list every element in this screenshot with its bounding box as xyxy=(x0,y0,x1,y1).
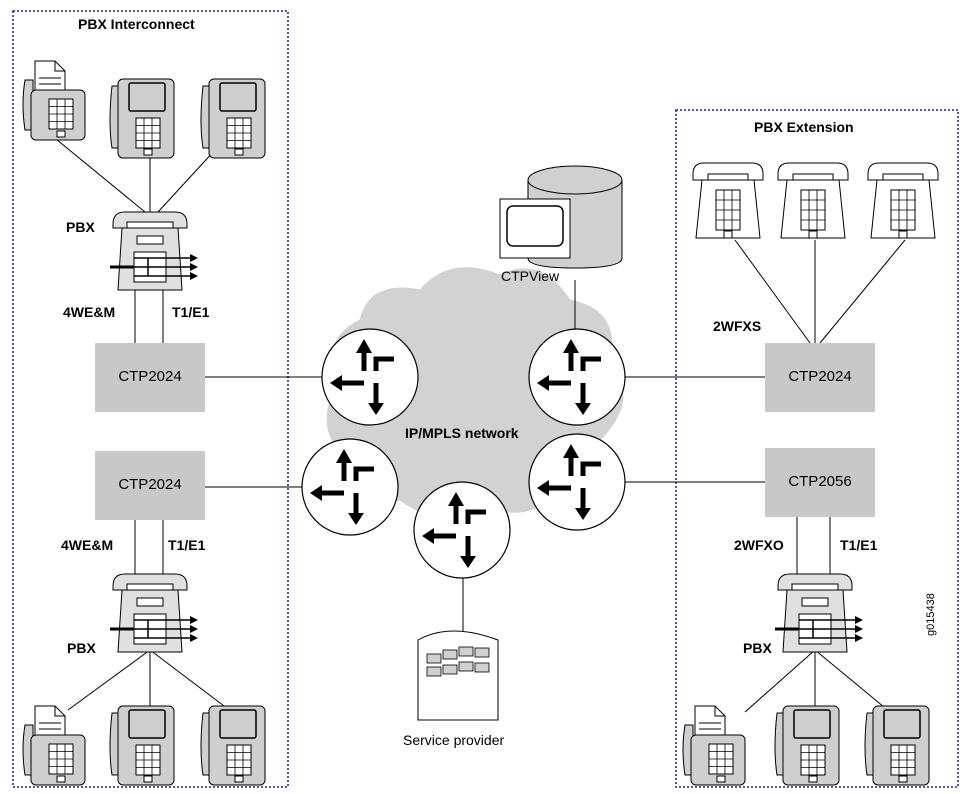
t1-label: T1/E1 xyxy=(840,537,878,553)
screen-phone-icon xyxy=(774,705,840,786)
ctp-left-bottom-box xyxy=(95,451,205,520)
screen-phone-icon xyxy=(200,78,266,159)
fax-phone-icon xyxy=(22,705,86,786)
t1-label: T1/E1 xyxy=(172,304,210,320)
router-icon xyxy=(322,329,418,425)
screen-phone-icon xyxy=(109,78,175,159)
ctpview-server-icon xyxy=(499,165,623,269)
screen-phone-icon xyxy=(864,705,930,786)
fxs-label: 2WFXS xyxy=(713,318,762,334)
ctp-right-bottom-box xyxy=(765,448,875,517)
router-icon xyxy=(414,482,510,578)
pbx-label: PBX xyxy=(743,640,772,656)
panel-pbx-extension xyxy=(675,109,959,788)
router-icon xyxy=(302,439,398,535)
desk-phone-icon xyxy=(867,162,939,239)
ctp-left-bottom-label: CTP2024 xyxy=(118,476,182,493)
fax-phone-icon xyxy=(682,705,746,786)
network-label: IP/MPLS network xyxy=(405,425,519,441)
screen-phone-icon xyxy=(109,705,175,786)
ctp-right-bottom-label: CTP2056 xyxy=(788,473,852,490)
ctp-left-top-label: CTP2024 xyxy=(118,368,182,385)
service-provider-label: Service provider xyxy=(403,732,505,748)
pbx-label: PBX xyxy=(66,219,95,235)
desk-phone-icon xyxy=(777,162,849,239)
pbx-icon xyxy=(773,572,865,654)
em-label: 4WE&M xyxy=(63,304,116,320)
figure-id-label: g015438 xyxy=(925,593,937,636)
panel-title-right: PBX Extension xyxy=(754,119,854,135)
router-icon xyxy=(529,434,625,530)
ctpview-label: CTPView xyxy=(501,268,560,284)
panel-title-left: PBX Interconnect xyxy=(78,16,195,32)
service-provider-building-icon xyxy=(417,630,499,721)
ctp-left-top-box xyxy=(95,343,205,412)
router-icon xyxy=(529,329,625,425)
em-label: 4WE&M xyxy=(61,537,114,553)
fxo-label: 2WFXO xyxy=(734,537,784,553)
ctp-right-top-label: CTP2024 xyxy=(788,368,852,385)
pbx-label: PBX xyxy=(67,640,96,656)
desk-phone-icon xyxy=(692,162,764,239)
fax-phone-icon xyxy=(22,60,86,141)
panel-pbx-interconnect xyxy=(12,10,289,788)
ctp-right-top-box xyxy=(765,343,875,412)
pbx-icon xyxy=(108,210,200,292)
screen-phone-icon xyxy=(200,705,266,786)
t1-label: T1/E1 xyxy=(168,537,206,553)
pbx-icon xyxy=(108,572,200,654)
